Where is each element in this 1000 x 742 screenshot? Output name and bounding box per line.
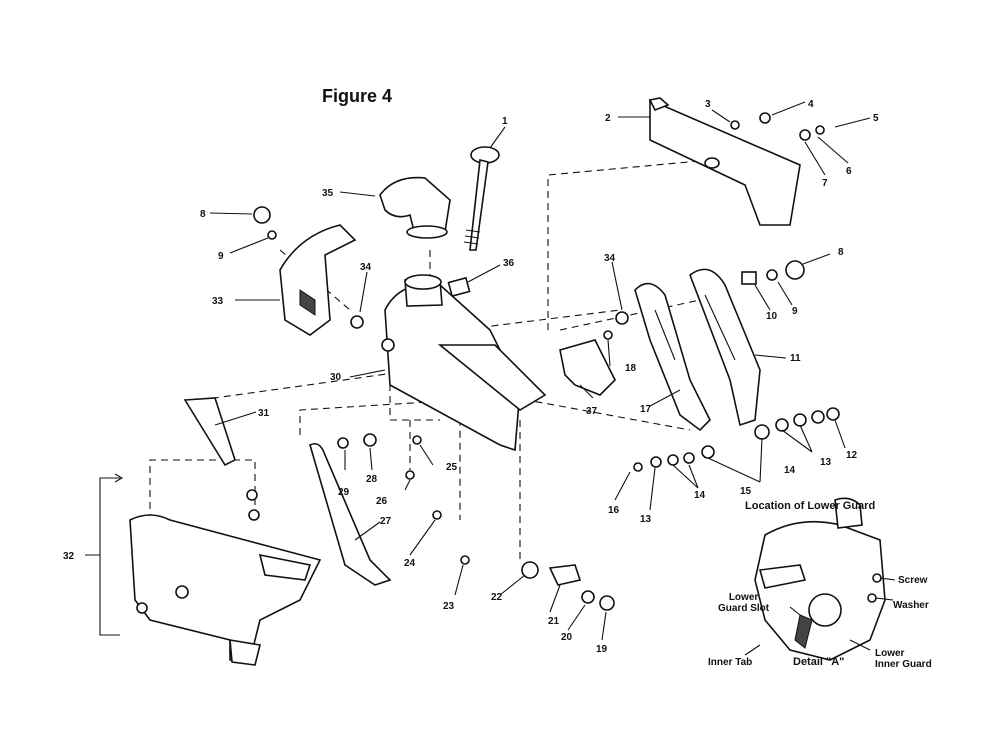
detail-title: Location of Lower Guard — [745, 500, 876, 512]
part-num-4: 4 — [808, 99, 814, 110]
part-num-10: 10 — [766, 311, 778, 322]
detail-label-lower-guard-slot: Lower Guard Slot — [718, 592, 770, 614]
part-num-21: 21 — [548, 616, 560, 627]
arm-part-17 — [634, 282, 711, 432]
detail-a-illustration — [744, 497, 896, 661]
part-num-13-right: 13 — [820, 457, 832, 468]
part-num-37: 37 — [586, 406, 598, 417]
arrow-32-top — [100, 473, 124, 483]
part-num-20: 20 — [561, 632, 573, 643]
lower-guard-part-32 — [129, 514, 322, 666]
part-num-15: 15 — [740, 486, 752, 497]
detail-label-washer: Washer — [893, 600, 929, 611]
part-num-5: 5 — [873, 113, 879, 124]
detail-label-lower-inner-guard: Lower Inner Guard — [875, 648, 932, 670]
part-num-9-right: 9 — [792, 306, 798, 317]
part-num-14-right: 14 — [784, 465, 796, 476]
part-num-34-left: 34 — [360, 262, 372, 273]
detail-label-screw: Screw — [898, 575, 928, 586]
part-num-17: 17 — [640, 404, 652, 415]
part-num-2: 2 — [605, 113, 611, 124]
hardware-group — [136, 112, 840, 614]
arm-part-11 — [689, 268, 761, 427]
part-num-18: 18 — [625, 363, 637, 374]
knob-part-8-left — [253, 206, 271, 224]
part-num-33: 33 — [212, 296, 224, 307]
lower-arm-part-27 — [309, 442, 392, 586]
bracket-part-2 — [648, 97, 801, 226]
part-num-35: 35 — [322, 188, 334, 199]
part-num-22: 22 — [491, 592, 503, 603]
knob-rod-part-1 — [463, 146, 500, 251]
bracket-32 — [85, 477, 120, 636]
part-num-16: 16 — [608, 505, 620, 516]
part-num-23: 23 — [443, 601, 455, 612]
part-num-34-right: 34 — [604, 253, 616, 264]
part-num-13-left: 13 — [640, 514, 652, 525]
part-num-1: 1 — [502, 116, 508, 127]
detail-label-detail-a: Detail "A" — [793, 656, 845, 668]
knob-part-8-right — [785, 260, 805, 280]
bushing-part-10 — [741, 271, 757, 285]
part-num-14-left: 14 — [694, 490, 706, 501]
guard-plate-part-33 — [279, 224, 357, 336]
plate-part-36 — [447, 276, 471, 298]
leader-lines — [209, 101, 871, 641]
part-num-7: 7 — [822, 178, 828, 189]
figure-title: Figure 4 — [322, 86, 393, 106]
detail-label-inner-tab: Inner Tab — [708, 657, 753, 668]
dust-elbow-part-35 — [379, 176, 451, 239]
part-num-8-right: 8 — [838, 247, 844, 258]
part-num-8-left: 8 — [200, 209, 206, 220]
part-num-27: 27 — [380, 516, 392, 527]
part-num-24: 24 — [404, 558, 416, 569]
part-num-9-left: 9 — [218, 251, 224, 262]
part-num-30: 30 — [330, 372, 342, 383]
upper-guard-part-30 — [381, 274, 547, 452]
part-number-labels: 1 2 3 4 5 6 7 8 8 9 9 10 11 12 13 13 14 … — [63, 99, 879, 655]
part-num-31: 31 — [258, 408, 270, 419]
part-num-11: 11 — [790, 353, 801, 364]
part-num-6: 6 — [846, 166, 852, 177]
part-num-3: 3 — [705, 99, 711, 110]
part-num-26: 26 — [376, 496, 388, 507]
part-num-32: 32 — [63, 551, 75, 562]
part-num-29: 29 — [338, 487, 350, 498]
part-num-12: 12 — [846, 450, 858, 461]
part-num-36: 36 — [503, 258, 515, 269]
part-num-28: 28 — [366, 474, 378, 485]
part-num-25: 25 — [446, 462, 458, 473]
bracket-part-37 — [559, 339, 616, 396]
lever-part-31 — [183, 397, 236, 467]
part-num-19: 19 — [596, 644, 608, 655]
